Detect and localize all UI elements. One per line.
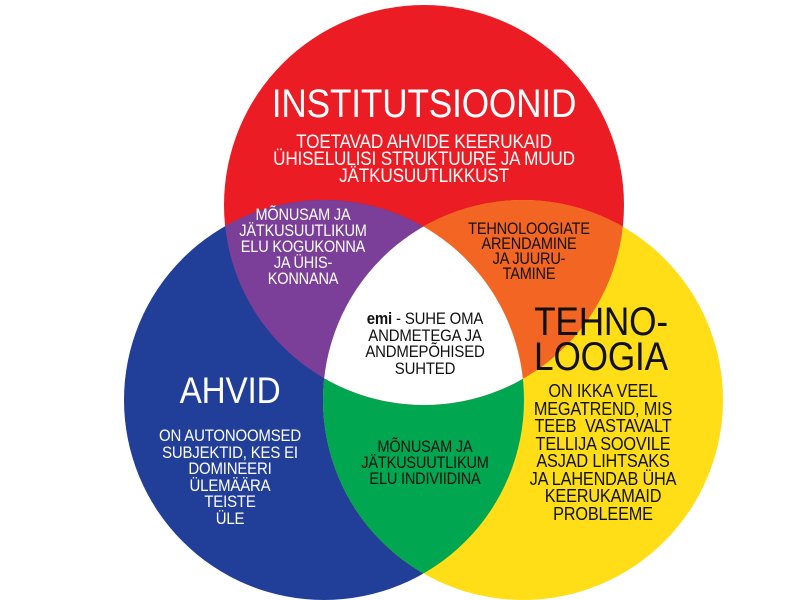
text-line: ON IKKA VEEL (548, 380, 658, 401)
institutsioonid-description: TOETAVAD AHVIDE KEERUKAID ÜHISELULISI ST… (273, 131, 575, 187)
center-first-line: - SUHE OMA (392, 309, 484, 328)
text-line: JA ÜHIS- (273, 254, 333, 272)
text-line: ASJAD LIHTSAKS (536, 450, 670, 471)
text-line: PROBLEEME (553, 502, 653, 524)
text-line: emi - SUHE OMA (365, 309, 484, 328)
institutsioonid-title: INSTITUTSIOONID (271, 82, 577, 126)
text-line: SUBJEKTID, KES EI (162, 442, 298, 462)
text-line: ARENDAMINE (481, 235, 577, 253)
text-line: ÜHISELULISI STRUKTUURE JA MUUD (273, 148, 575, 170)
text-line: JÄTKUSUUTLIKUM (239, 222, 367, 240)
text-line: ANDMETEGA JA (368, 325, 482, 345)
text-line: KONNANA (267, 270, 339, 288)
text-line: DOMINEERI (188, 459, 272, 478)
institutsioonid-tehnoloogia-label: TEHNOLOOGIATE ARENDAMINE JA JUURU- TAMIN… (468, 220, 590, 283)
text-line: TOETAVAD AHVIDE KEERUKAID (296, 131, 552, 153)
text-line: LOOGIA (534, 335, 668, 379)
tehnoloogia-title: TEHNO- LOOGIA (534, 300, 668, 379)
text-line: TAMINE (502, 265, 556, 283)
ahvid-description: ON AUTONOOMSED SUBJEKTID, KES EI DOMINEE… (159, 426, 301, 528)
text-line: TELLIJA SOOVILE (535, 432, 671, 454)
text-line: KEERUKAMAID (544, 485, 662, 506)
text-line: TEHNOLOOGIATE (468, 220, 590, 238)
text-line: MÕNUSAM JA (377, 438, 473, 456)
text-line: JA JUURU- (492, 250, 566, 268)
ahvid-title: AHVID (179, 370, 281, 411)
tehnoloogia-description: ON IKKA VEEL MEGATREND, MIS TEEB VASTAVA… (530, 382, 677, 522)
text-line: ANDMEPÕHISED (365, 342, 485, 361)
center-label: emi - SUHE OMA ANDMETEGA JA ANDMEPÕHISED… (365, 309, 485, 378)
text-line: ON AUTONOOMSED (159, 426, 301, 445)
text-line: TEEB VASTAVALT (534, 415, 672, 436)
text-line: TEISTE (204, 492, 256, 511)
text-line: JA LAHENDAB ÜHA (529, 467, 677, 489)
ahvid-tehnoloogia-label: MÕNUSAM JA JÄTKUSUUTLIKUM ELU INDIVIIDIN… (361, 438, 489, 488)
text-line: ÜLE (215, 508, 245, 528)
text-line: ELU INDIVIIDINA (369, 470, 481, 488)
text-line: TEHNO- (534, 300, 668, 344)
center-keyword: emi (366, 309, 393, 328)
text-line: MEGATREND, MIS (533, 397, 673, 419)
institutsioonid-ahvid-label: MÕNUSAM JA JÄTKUSUUTLIKUM ELU KOGUKONNA … (239, 206, 367, 288)
text-line: MÕNUSAM JA (255, 206, 351, 224)
text-line: ELU KOGUKONNA (240, 238, 366, 256)
text-line: ÜLEMÄÄRA (189, 475, 271, 495)
text-line: JÄTKUSUUTLIKKUST (339, 165, 509, 187)
text-line: SUHTED (394, 358, 456, 378)
text-line: JÄTKUSUUTLIKUM (361, 454, 489, 472)
